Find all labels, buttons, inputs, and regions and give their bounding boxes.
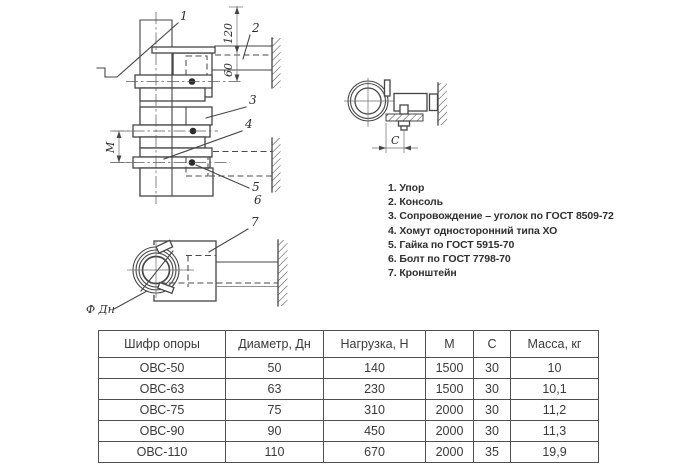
clamp-group-top: [134, 46, 216, 102]
cell-c: 30: [473, 399, 511, 421]
callout-6: 6: [254, 193, 262, 207]
cell-c: 30: [473, 420, 511, 442]
cell-m: 1500: [425, 357, 474, 379]
cell-mass: 10,1: [510, 378, 599, 400]
legend-item: 1. Упор: [388, 182, 425, 194]
technical-drawing: 120 60 М 1 2 3: [86, 6, 447, 316]
legend-item: 4. Хомут односторонний типа ХО: [388, 224, 558, 237]
dim-120-label: 120: [222, 23, 235, 44]
bracket-body: [393, 92, 428, 112]
hidden-console-lines: [150, 254, 279, 287]
cell-diameter: 63: [225, 378, 324, 400]
diameter-label: Ф Дн: [86, 303, 115, 316]
callout-2: 2: [251, 21, 260, 35]
cell-m: 2000: [425, 399, 474, 421]
col-header-mass: Масса, кг: [510, 330, 599, 358]
bolt-head: [399, 104, 409, 115]
cell-m: 1500: [425, 378, 474, 400]
wall-hatch-right: [437, 82, 447, 126]
callout-7: 7: [251, 215, 259, 229]
legend-item: 7. Кронштейн: [388, 267, 457, 280]
dim-c-label: С: [391, 134, 400, 147]
table-header-row: Шифр опоры Диаметр, Дн Нагрузка, Н М С М…: [98, 330, 599, 358]
base-plate: [385, 113, 424, 122]
callout-3: 3: [249, 93, 257, 107]
table-row: ОВС-110 110 670 2000 35 19,9: [98, 441, 599, 463]
centerlines: [112, 12, 242, 204]
callout-1: 1: [180, 9, 188, 23]
cell-load: 450: [323, 420, 426, 442]
cell-load: 310: [323, 399, 426, 421]
top-view-drawing: С: [344, 78, 447, 153]
col-header-load: Нагрузка, Н: [323, 330, 426, 358]
cell-m: 2000: [425, 441, 474, 463]
callout-5: 5: [252, 180, 260, 194]
console-beams: [209, 45, 273, 177]
cell-mass: 11,3: [510, 420, 599, 442]
dimension-m: М: [104, 130, 136, 163]
dimension-c: С: [372, 123, 418, 153]
cell-m: 2000: [425, 420, 474, 442]
table-row: ОВС-63 63 230 1500 30 10,1: [98, 378, 599, 400]
cell-c: 30: [473, 378, 511, 400]
cell-diameter: 50: [225, 357, 324, 379]
cell-diameter: 90: [225, 420, 324, 442]
col-header-c: С: [473, 330, 511, 358]
dim-60-label: 60: [222, 63, 235, 77]
front-view-drawing: 120 60 М 1 2 3: [96, 6, 281, 207]
table-row: ОВС-75 75 310 2000 30 11,2: [98, 399, 599, 421]
cell-diameter: 110: [225, 441, 324, 463]
clamp-pin: [383, 79, 391, 97]
legend-item: 6. Болт по ГОСТ 7798-70: [388, 253, 511, 266]
legend-item: 5. Гайка по ГОСТ 5915-70: [388, 238, 515, 251]
wall-hatch-side: [277, 239, 288, 307]
side-view-drawing: 7 Ф Дн: [86, 215, 288, 316]
clamp-group-middle: [132, 106, 213, 149]
dim-m-label: М: [104, 141, 117, 154]
callout-4: 4: [244, 117, 253, 131]
cell-load: 670: [323, 441, 426, 463]
cell-code: ОВС-50: [98, 357, 226, 379]
wall-hatch-top: [271, 37, 281, 89]
table-row: ОВС-90 90 450 2000 30 11,3: [98, 420, 599, 442]
cell-diameter: 75: [225, 399, 324, 421]
specs-table: Шифр опоры Диаметр, Дн Нагрузка, Н М С М…: [98, 330, 599, 463]
wall-hatch-bottom: [271, 137, 281, 193]
col-header-diameter: Диаметр, Дн: [225, 330, 324, 358]
cell-code: ОВС-75: [98, 399, 226, 421]
legend-list: 1. Упор 2. Консоль 3. Сопровождение – уг…: [388, 181, 614, 280]
cell-mass: 10: [510, 357, 599, 379]
cell-load: 140: [323, 357, 426, 379]
col-header-m: М: [425, 330, 474, 358]
cell-mass: 11,2: [510, 399, 599, 421]
cell-code: ОВС-110: [98, 441, 226, 463]
legend-item: 2. Консоль: [388, 196, 443, 209]
dimension-120-60: 120 60: [222, 6, 243, 82]
callout-leaders: [96, 22, 251, 189]
nut: [397, 120, 411, 127]
cell-mass: 19,9: [510, 441, 599, 463]
legend-item: 3. Сопровождение – уголок по ГОСТ 8509-7…: [388, 210, 614, 223]
cell-c: 30: [473, 357, 511, 379]
table-row: ОВС-50 50 140 1500 30 10: [98, 357, 599, 379]
cell-load: 230: [323, 378, 426, 400]
diameter-line: [140, 250, 174, 292]
cell-code: ОВС-90: [98, 420, 226, 442]
cell-c: 35: [473, 441, 511, 463]
col-header-code: Шифр опоры: [98, 330, 226, 358]
cell-code: ОВС-63: [98, 378, 226, 400]
